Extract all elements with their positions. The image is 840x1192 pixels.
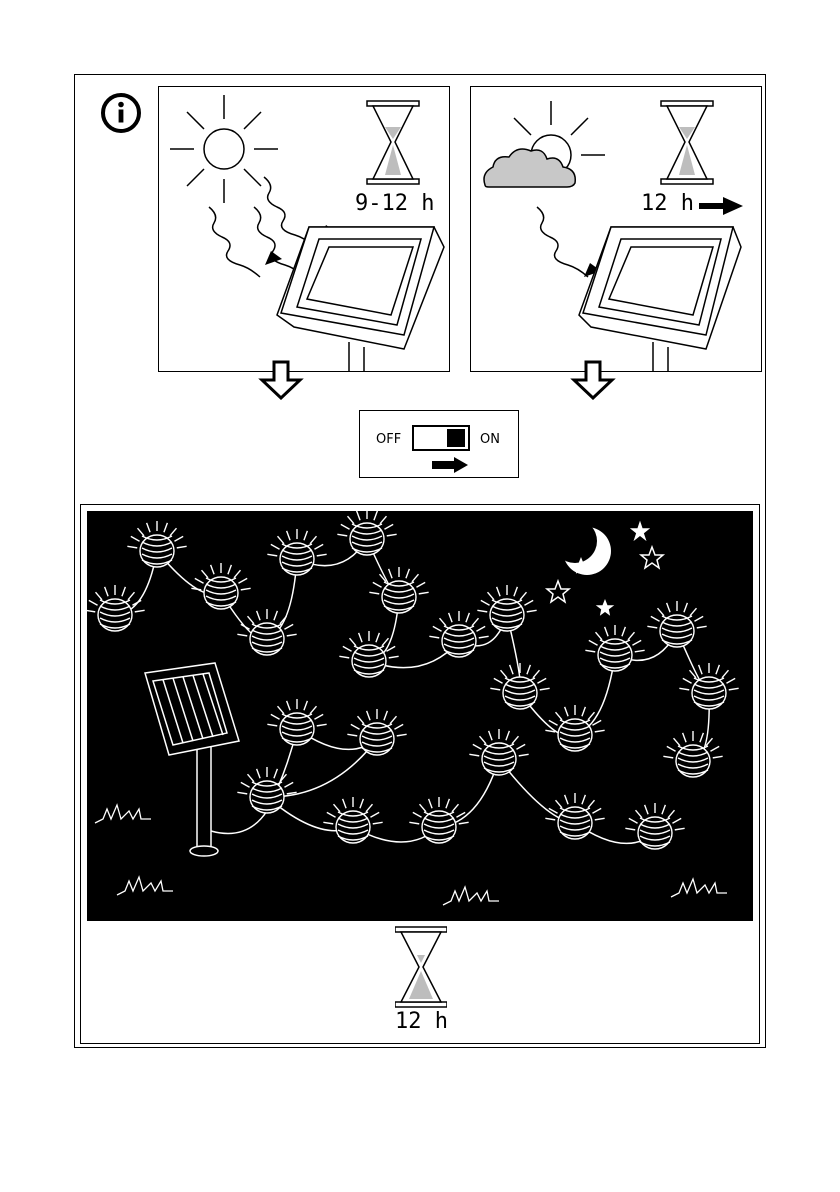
grass-icon xyxy=(95,805,151,823)
night-light-duration: 12 h xyxy=(395,1011,448,1033)
lantern-icon xyxy=(490,663,549,709)
lantern-icon xyxy=(191,563,250,609)
lantern-icon xyxy=(267,529,326,575)
lantern-icon xyxy=(477,585,536,631)
hourglass-icon xyxy=(367,101,419,184)
lantern-icon xyxy=(545,705,604,751)
hourglass-icon xyxy=(395,925,447,1009)
lantern-icon xyxy=(585,625,644,671)
lantern-icon xyxy=(237,609,296,655)
sunny-charge-duration: 9-12 h xyxy=(355,193,434,215)
lantern-icon xyxy=(429,611,488,657)
lantern-icon xyxy=(679,663,738,709)
arrow-right-icon xyxy=(699,195,745,217)
lantern-icon xyxy=(469,729,528,775)
down-arrow-icon xyxy=(258,360,304,400)
grass-icon xyxy=(443,887,499,905)
lantern-icon xyxy=(87,585,145,631)
lantern-icon xyxy=(237,767,296,813)
night-lighting-panel: 12 h xyxy=(80,504,760,1044)
switch-on-label: ON xyxy=(480,432,500,447)
lantern-icon xyxy=(339,631,398,677)
sun-icon xyxy=(170,95,278,203)
lantern-icon xyxy=(337,511,396,555)
info-icon xyxy=(100,92,142,134)
cloudy-charge-duration: 12 h xyxy=(641,193,694,215)
lantern-icon xyxy=(545,793,604,839)
sunny-charging-illustration xyxy=(159,87,450,372)
light-arrow xyxy=(537,207,588,277)
grass-icon xyxy=(117,877,173,895)
lantern-icon xyxy=(369,567,428,613)
switch-off-label: OFF xyxy=(376,432,401,447)
solar-panel-icon xyxy=(579,227,741,372)
light-string-wire xyxy=(267,729,655,843)
hourglass-icon xyxy=(661,101,713,184)
power-switch-diagram: OFF ON xyxy=(359,410,519,478)
arrow-right-icon xyxy=(432,457,468,473)
cloudy-charging-panel: 12 h xyxy=(470,86,762,372)
lantern-icon xyxy=(127,521,186,567)
lantern-icon xyxy=(663,731,722,777)
lantern-icon xyxy=(647,601,706,647)
switch-knob xyxy=(447,429,465,447)
switch-toggle xyxy=(412,425,470,451)
solar-panel-icon xyxy=(277,227,444,372)
night-scene-illustration xyxy=(87,511,753,921)
lantern-string-illustration xyxy=(87,511,753,921)
down-arrow-icon xyxy=(570,360,616,400)
sunny-charging-panel: 9-12 h xyxy=(158,86,450,372)
grass-icon xyxy=(671,879,727,897)
cloudy-charging-illustration xyxy=(471,87,762,372)
solar-stake-icon xyxy=(145,663,239,856)
lantern-icon xyxy=(267,699,326,745)
